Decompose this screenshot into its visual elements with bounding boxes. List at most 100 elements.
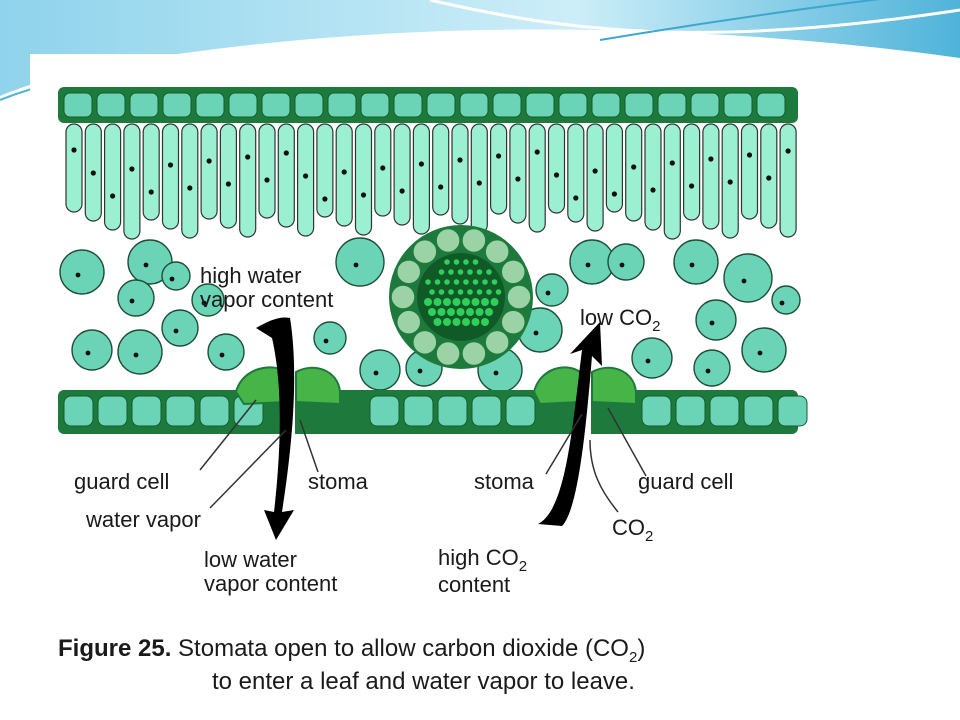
guard-cell-right-shape	[532, 366, 581, 406]
cell-nucleus	[645, 358, 651, 364]
leader-water-vapor	[209, 429, 287, 509]
cell-nucleus	[705, 368, 711, 374]
cell-nucleus	[110, 193, 116, 199]
guard-cell-right-shape-b	[591, 366, 637, 406]
palisade-cell	[547, 123, 566, 214]
upper-epidermis	[58, 87, 798, 123]
cell-nucleus	[148, 189, 154, 195]
cell-nucleus	[619, 262, 625, 268]
cell-nucleus	[173, 328, 179, 334]
cell-nucleus	[219, 352, 225, 358]
leader-stoma-right	[545, 413, 583, 475]
upper-epidermis-cell	[327, 92, 357, 118]
lower-epidermis-cell	[641, 395, 672, 427]
label-high-co2-line2: content	[438, 572, 511, 597]
spongy-cell	[161, 261, 191, 291]
cell-nucleus	[225, 181, 231, 187]
xylem-phloem-cell	[453, 279, 460, 285]
label-co2: CO2	[612, 515, 654, 546]
palisade-cell	[567, 123, 585, 223]
label-co2-sub: 2	[645, 528, 654, 545]
upper-epidermis-cell	[228, 92, 258, 118]
upper-epidermis-cell	[261, 92, 291, 118]
xylem-phloem-cell	[462, 298, 470, 306]
bundle-sheath-cell	[435, 227, 461, 254]
spongy-cell	[535, 273, 569, 307]
palisade-cell	[277, 123, 295, 228]
spongy-cell	[59, 249, 105, 295]
upper-epidermis-cell	[195, 92, 225, 118]
palisade-cell	[161, 123, 180, 230]
lower-epidermis-cell	[403, 395, 434, 427]
label-guard-cell-right: guard cell	[638, 469, 734, 494]
cell-nucleus	[187, 185, 193, 191]
label-low-co2: low CO2	[580, 305, 661, 336]
cell-nucleus	[493, 370, 499, 376]
lower-epidermis-cell	[369, 395, 400, 427]
label-water-vapor: water vapor	[86, 507, 201, 532]
label-high-co2-sub: 2	[518, 558, 528, 575]
palisade-cell	[509, 123, 527, 224]
upper-epidermis-cell	[525, 92, 555, 118]
spongy-cell	[673, 239, 719, 285]
swoosh-line	[599, 0, 881, 41]
label-low-co2-sub: 2	[652, 318, 661, 335]
xylem-phloem-cell	[443, 318, 451, 326]
lower-epidermis-cell	[97, 395, 128, 427]
guard-cell-left-shape-b	[295, 366, 341, 406]
cell-nucleus	[741, 278, 747, 284]
water-vapor-arrow	[256, 317, 295, 540]
xylem-phloem-cell	[424, 298, 432, 306]
label-co2-text: CO	[612, 515, 645, 540]
upper-epidermis-cell	[558, 92, 588, 118]
bundle-sheath-cell	[506, 284, 532, 310]
lower-epidermis-cell	[63, 395, 94, 427]
upper-epidermis-cell	[459, 92, 489, 118]
upper-epidermis-cell	[294, 92, 324, 118]
xylem-phloem-cell	[425, 279, 431, 285]
palisade-cell	[393, 123, 411, 226]
cell-nucleus	[373, 370, 379, 376]
palisade-cell	[103, 123, 122, 231]
cell-nucleus	[766, 175, 772, 181]
label-high-water-line1: high water	[200, 263, 302, 288]
cell-nucleus	[545, 290, 551, 296]
bundle-sheath-cell	[395, 259, 422, 285]
xylem-phloem-cell	[456, 308, 465, 316]
bundle-sheath-cell	[390, 284, 416, 310]
xylem-phloem-cell	[433, 318, 442, 326]
palisade-layer	[65, 123, 797, 240]
palisade-cell	[663, 123, 681, 240]
xylem-phloem-cell	[438, 269, 445, 275]
spongy-cell	[191, 283, 225, 317]
label-guard-cell-left: guard cell	[74, 469, 170, 494]
upper-epidermis-cell	[393, 92, 423, 118]
lower-epidermis-cell	[505, 395, 536, 427]
label-high-co2-content: high CO2 content	[438, 546, 527, 597]
cell-nucleus	[650, 187, 656, 193]
caption-close: )	[637, 635, 646, 662]
palisade-cell	[258, 123, 276, 219]
palisade-cell	[605, 123, 624, 213]
label-low-co2-text: low CO	[580, 305, 653, 330]
cell-nucleus	[85, 350, 91, 356]
cell-nucleus	[129, 298, 135, 304]
xylem-phloem-cell	[485, 308, 493, 316]
palisade-cell	[123, 123, 141, 240]
xylem-phloem-cell	[481, 318, 489, 326]
palisade-cell	[354, 123, 373, 236]
cell-nucleus	[669, 160, 675, 166]
leader-co2	[589, 439, 619, 513]
spongy-cell	[207, 333, 245, 371]
cell-nucleus	[283, 150, 289, 156]
spongy-cell	[117, 279, 155, 317]
cell-nucleus	[785, 148, 791, 154]
palisade-cell	[625, 123, 643, 222]
cell-nucleus	[323, 338, 329, 344]
cell-nucleus	[573, 195, 579, 201]
spongy-cell	[693, 349, 731, 387]
xylem-phloem-cell	[491, 279, 498, 285]
xylem-phloem-cell	[437, 308, 446, 316]
xylem-phloem-cell	[481, 298, 489, 306]
